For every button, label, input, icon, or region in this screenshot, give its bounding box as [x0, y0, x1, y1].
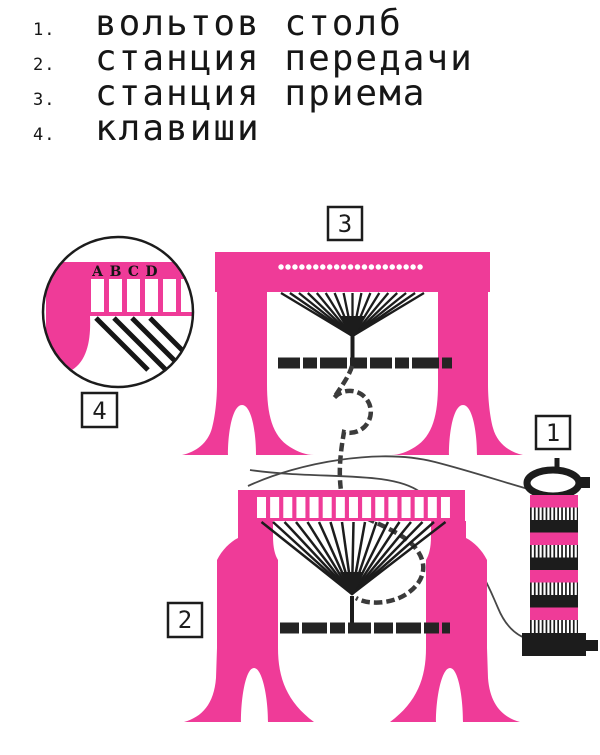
station-top-bar [215, 252, 490, 292]
pile-base-tab [586, 640, 598, 651]
transmitting-station-illustration [184, 490, 520, 722]
legend-label: станция передачи [95, 38, 474, 79]
legend-label: станция приема [95, 73, 427, 114]
keys-detail-magnifier: A B C D [41, 235, 195, 389]
pile-cell-bands [530, 495, 578, 633]
fan-tip-wedge [340, 572, 364, 596]
station-left-leg [182, 291, 314, 455]
voltaic-pile-illustration [522, 458, 598, 656]
battery-wire-top [247, 455, 529, 490]
callout-4-digit: 4 [92, 397, 106, 425]
pile-base [522, 633, 586, 656]
magnifier-outline [41, 235, 195, 389]
fan-stem [350, 334, 355, 362]
fan-tip-wedge [339, 316, 366, 338]
station-right-leg [391, 291, 523, 455]
legend-item-2: 2. станция передачи [33, 38, 474, 79]
legend-number: 1. [33, 20, 56, 40]
pile-terminal-ring [523, 466, 583, 500]
legend-item-1: 1. вольтов столб [33, 3, 474, 44]
receiving-station-illustration [182, 252, 523, 455]
callout-3: 3 [326, 205, 364, 242]
key-letter-c: C [128, 264, 139, 280]
legend-label: вольтов столб [95, 3, 403, 44]
key-letter-b: B [110, 264, 122, 280]
pile-ring-tab [578, 477, 590, 488]
fan-stem [350, 596, 354, 624]
station-left-leg [184, 521, 314, 722]
legend-number: 4. [33, 125, 56, 145]
legend-item-4: 4. клавиши [33, 108, 474, 149]
legend-number: 2. [33, 55, 56, 75]
legend-label: клавиши [95, 108, 261, 149]
callout-3-digit: 3 [338, 210, 352, 238]
callout-2-digit: 2 [178, 606, 192, 634]
telegraph-line-dashed-wire [332, 365, 426, 605]
transmitting-fan-wires [260, 521, 447, 595]
station-right-leg [390, 521, 520, 722]
legend-number: 3. [33, 90, 56, 110]
callout-2: 2 [166, 601, 204, 639]
key-letter-d: D [145, 264, 157, 280]
legend-item-3: 3. станция приема [33, 73, 474, 114]
magnified-keyboard-corner [46, 262, 193, 375]
key-letters: A B C D [91, 264, 158, 280]
callout-4: 4 [80, 391, 119, 429]
legend: 1. вольтов столб 2. станция передачи 3. … [33, 3, 474, 149]
callout-1: 1 [534, 414, 572, 451]
callout-1-digit: 1 [546, 419, 560, 447]
key-letter-a: A [91, 264, 104, 280]
